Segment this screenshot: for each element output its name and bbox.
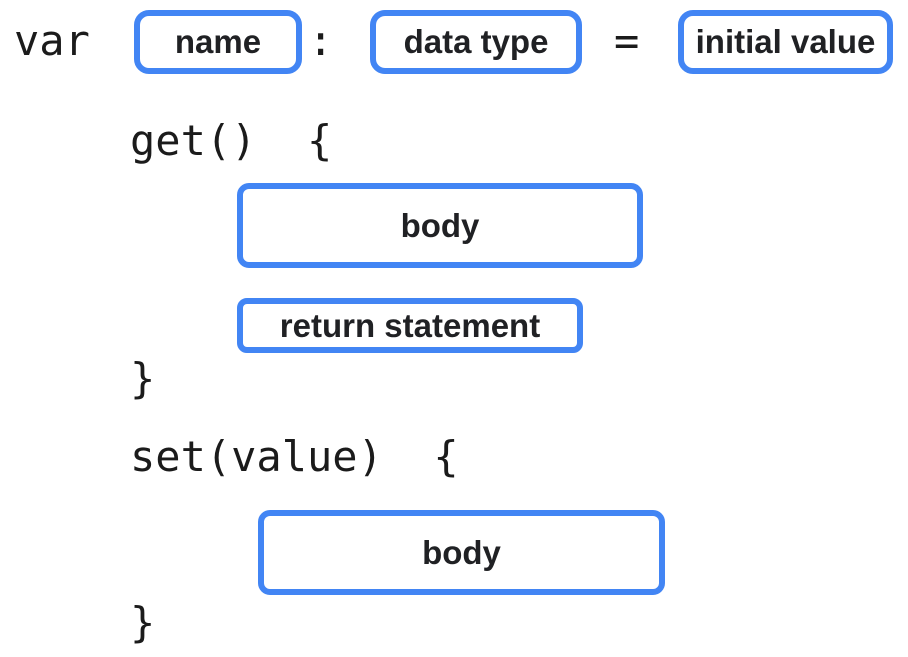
var-keyword: var xyxy=(14,16,90,65)
name-box-label: name xyxy=(174,23,262,60)
setter-signature: set(value) { xyxy=(130,432,459,481)
return-statement-box: return statement xyxy=(237,298,583,353)
setter-body-box-label: body xyxy=(422,533,501,571)
getter-body-box-label: body xyxy=(400,206,480,244)
getter-closing-brace: } xyxy=(130,354,156,403)
setter-body-box: body xyxy=(258,510,665,595)
data-type-box-label: data type xyxy=(403,23,549,60)
return-statement-box-label: return statement xyxy=(279,306,541,344)
initial-value-box: initial value xyxy=(678,10,893,74)
equals-sign: = xyxy=(614,16,640,65)
setter-closing-brace: } xyxy=(130,598,156,647)
name-box: name xyxy=(134,10,302,74)
initial-value-box-label: initial value xyxy=(695,23,876,60)
data-type-box: data type xyxy=(370,10,582,74)
colon-separator: : xyxy=(308,16,334,65)
getter-body-box: body xyxy=(237,183,643,268)
getter-signature: get() { xyxy=(130,116,333,165)
